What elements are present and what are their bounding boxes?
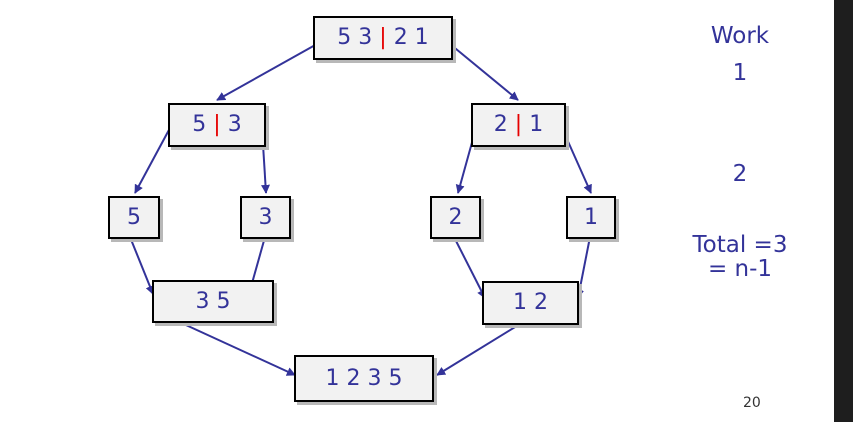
- node-merge-1-2: 1 2: [482, 281, 579, 325]
- node-l1a: 5 | 3: [168, 103, 266, 147]
- arrow-l1b-to-leaf1: [561, 127, 592, 194]
- arrow-m35-to-final: [174, 319, 296, 376]
- node-root-left: 5 3: [337, 25, 380, 50]
- work-level-1: 1: [732, 60, 748, 86]
- page-number: 20: [743, 395, 761, 411]
- arrow-leaf2-to-m12: [453, 236, 486, 299]
- node-root-right: 2 1: [386, 25, 429, 50]
- node-final: 1 2 3 5: [294, 355, 434, 402]
- arrow-l1a-to-leaf5: [134, 127, 171, 194]
- node-l1b-left: 2: [493, 112, 515, 137]
- arrow-layer: [129, 43, 592, 376]
- node-leaf-2: 2: [430, 196, 481, 239]
- split-separator: |: [379, 25, 387, 50]
- split-separator: |: [213, 112, 221, 137]
- slide: 5 3 | 2 1 5 | 3 2 | 1 5 3 2 1 3 5 1 2 1 …: [108, 16, 788, 411]
- node-l1b-right: 1: [522, 112, 544, 137]
- window-edge: [834, 0, 853, 422]
- arrow-leaf5-to-m35: [129, 236, 155, 295]
- node-l1b: 2 | 1: [471, 103, 566, 147]
- split-separator: |: [514, 112, 523, 137]
- arrow-leaf1-to-m12: [575, 236, 591, 299]
- node-leaf-5: 5: [108, 196, 160, 239]
- node-leaf-1: 1: [566, 196, 616, 239]
- arrow-root-to-l1b: [449, 43, 519, 101]
- total-formula: = n-1: [707, 256, 773, 282]
- node-l1a-left: 5: [192, 112, 214, 137]
- work-label: Work: [710, 23, 770, 49]
- arrow-root-to-l1a: [216, 43, 318, 101]
- node-merge-3-5: 3 5: [152, 280, 274, 323]
- node-leaf-3: 3: [240, 196, 291, 239]
- total-work: Total =3: [692, 232, 788, 258]
- arrow-m12-to-final: [436, 323, 521, 376]
- work-level-2: 2: [732, 161, 748, 187]
- node-l1a-right: 3: [220, 112, 242, 137]
- node-root: 5 3 | 2 1: [313, 16, 453, 60]
